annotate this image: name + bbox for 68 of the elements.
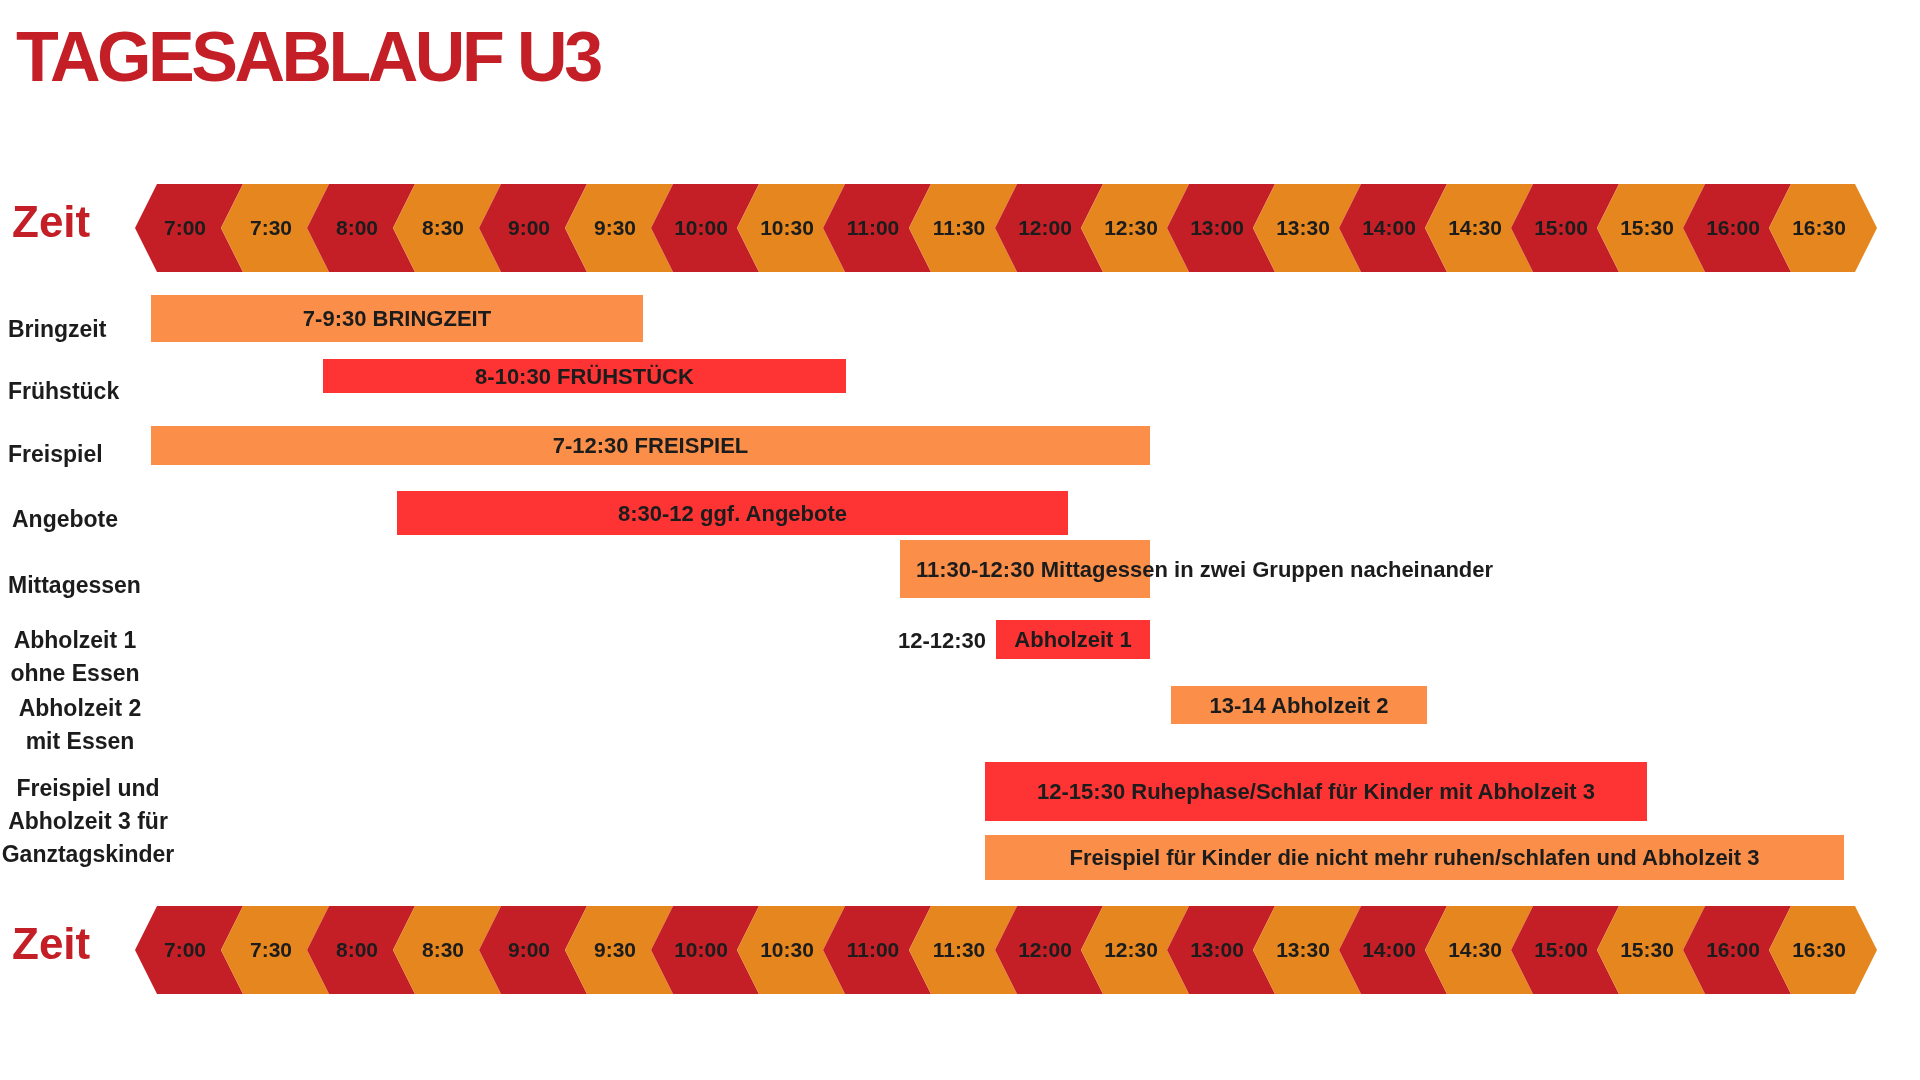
time-label: 8:30 (422, 934, 464, 966)
time-label: 9:30 (594, 212, 636, 244)
time-label: 15:30 (1620, 934, 1674, 966)
time-label: 11:00 (846, 934, 900, 966)
activity-bar (1171, 686, 1427, 724)
time-label: 10:00 (674, 212, 728, 244)
time-label: 13:00 (1190, 212, 1244, 244)
activity-bar (151, 295, 643, 342)
time-label: 12:00 (1018, 934, 1072, 966)
time-label: 16:30 (1792, 212, 1846, 244)
row-label: Mittagessen (8, 571, 142, 600)
time-label: 12:30 (1104, 934, 1158, 966)
time-label: 15:00 (1534, 934, 1588, 966)
time-label: 14:30 (1448, 212, 1502, 244)
row-label: Abholzeit 1 ohne Essen (9, 626, 141, 688)
row-label: Angebote (12, 505, 120, 534)
activity-text: 12-15:30 Ruhephase/Schlaf für Kinder mit Abholzeit 3 (1037, 778, 1595, 806)
time-label: 14:00 (1362, 212, 1416, 244)
time-label: 14:30 (1448, 934, 1502, 966)
activity-text: Freispiel für Kinder die nicht mehr ruhen/schlafen und Abholzeit 3 (1069, 844, 1760, 872)
activity-text: Abholzeit 1 (1014, 626, 1132, 654)
activity-text: 7-12:30 FREISPIEL (552, 432, 749, 460)
time-label: 10:30 (760, 934, 814, 966)
time-label: 12:30 (1104, 212, 1158, 244)
time-label: 10:00 (674, 934, 728, 966)
activity-bar (323, 359, 846, 393)
time-label: 9:00 (508, 212, 550, 244)
activity-bar (397, 491, 1068, 535)
row-label: Abholzeit 2 mit Essen (17, 694, 143, 756)
row-label: Bringzeit (8, 315, 108, 344)
activity-bar (151, 426, 1150, 465)
time-label: 7:00 (164, 212, 206, 244)
time-label: 11:30 (932, 934, 986, 966)
time-label: 11:00 (846, 212, 900, 244)
axis-title: Zeit (12, 922, 92, 966)
time-label: 7:30 (250, 934, 292, 966)
time-label: 8:30 (422, 212, 464, 244)
time-range: 12-12:30 (897, 627, 986, 655)
activity-text: 8:30-12 ggf. Angebote (618, 499, 847, 528)
title: TAGESABLAUF U3 (16, 22, 600, 92)
time-label: 10:30 (760, 212, 814, 244)
activity-text: 13-14 Abholzeit 2 (1209, 691, 1389, 720)
time-label: 16:00 (1706, 934, 1760, 966)
time-label: 8:00 (336, 212, 378, 244)
activity-bar (985, 762, 1647, 821)
time-label: 15:30 (1620, 212, 1674, 244)
row-label: Freispiel (8, 440, 104, 469)
time-label: 15:00 (1534, 212, 1588, 244)
activity-bar (985, 835, 1844, 880)
time-label: 9:30 (594, 934, 636, 966)
time-label: 16:30 (1792, 934, 1846, 966)
time-label: 16:00 (1706, 212, 1760, 244)
time-label: 12:00 (1018, 212, 1072, 244)
time-label: 7:00 (164, 934, 206, 966)
axis-title: Zeit (12, 200, 92, 244)
activity-bar (996, 620, 1150, 659)
time-label: 11:30 (932, 212, 986, 244)
row-label: Frühstück (8, 377, 121, 406)
time-label: 9:00 (508, 934, 550, 966)
time-label: 13:30 (1276, 212, 1330, 244)
activity-text: 8-10:30 FRÜHSTÜCK (475, 362, 694, 391)
time-label: 13:30 (1276, 934, 1330, 966)
row-label: Freispiel und Abholzeit 3 für Ganztagskinder (0, 774, 176, 869)
time-label: 7:30 (250, 212, 292, 244)
time-label: 14:00 (1362, 934, 1416, 966)
activity-text: 7-9:30 BRINGZEIT (302, 305, 492, 333)
time-label: 8:00 (336, 934, 378, 966)
time-label: 13:00 (1190, 934, 1244, 966)
